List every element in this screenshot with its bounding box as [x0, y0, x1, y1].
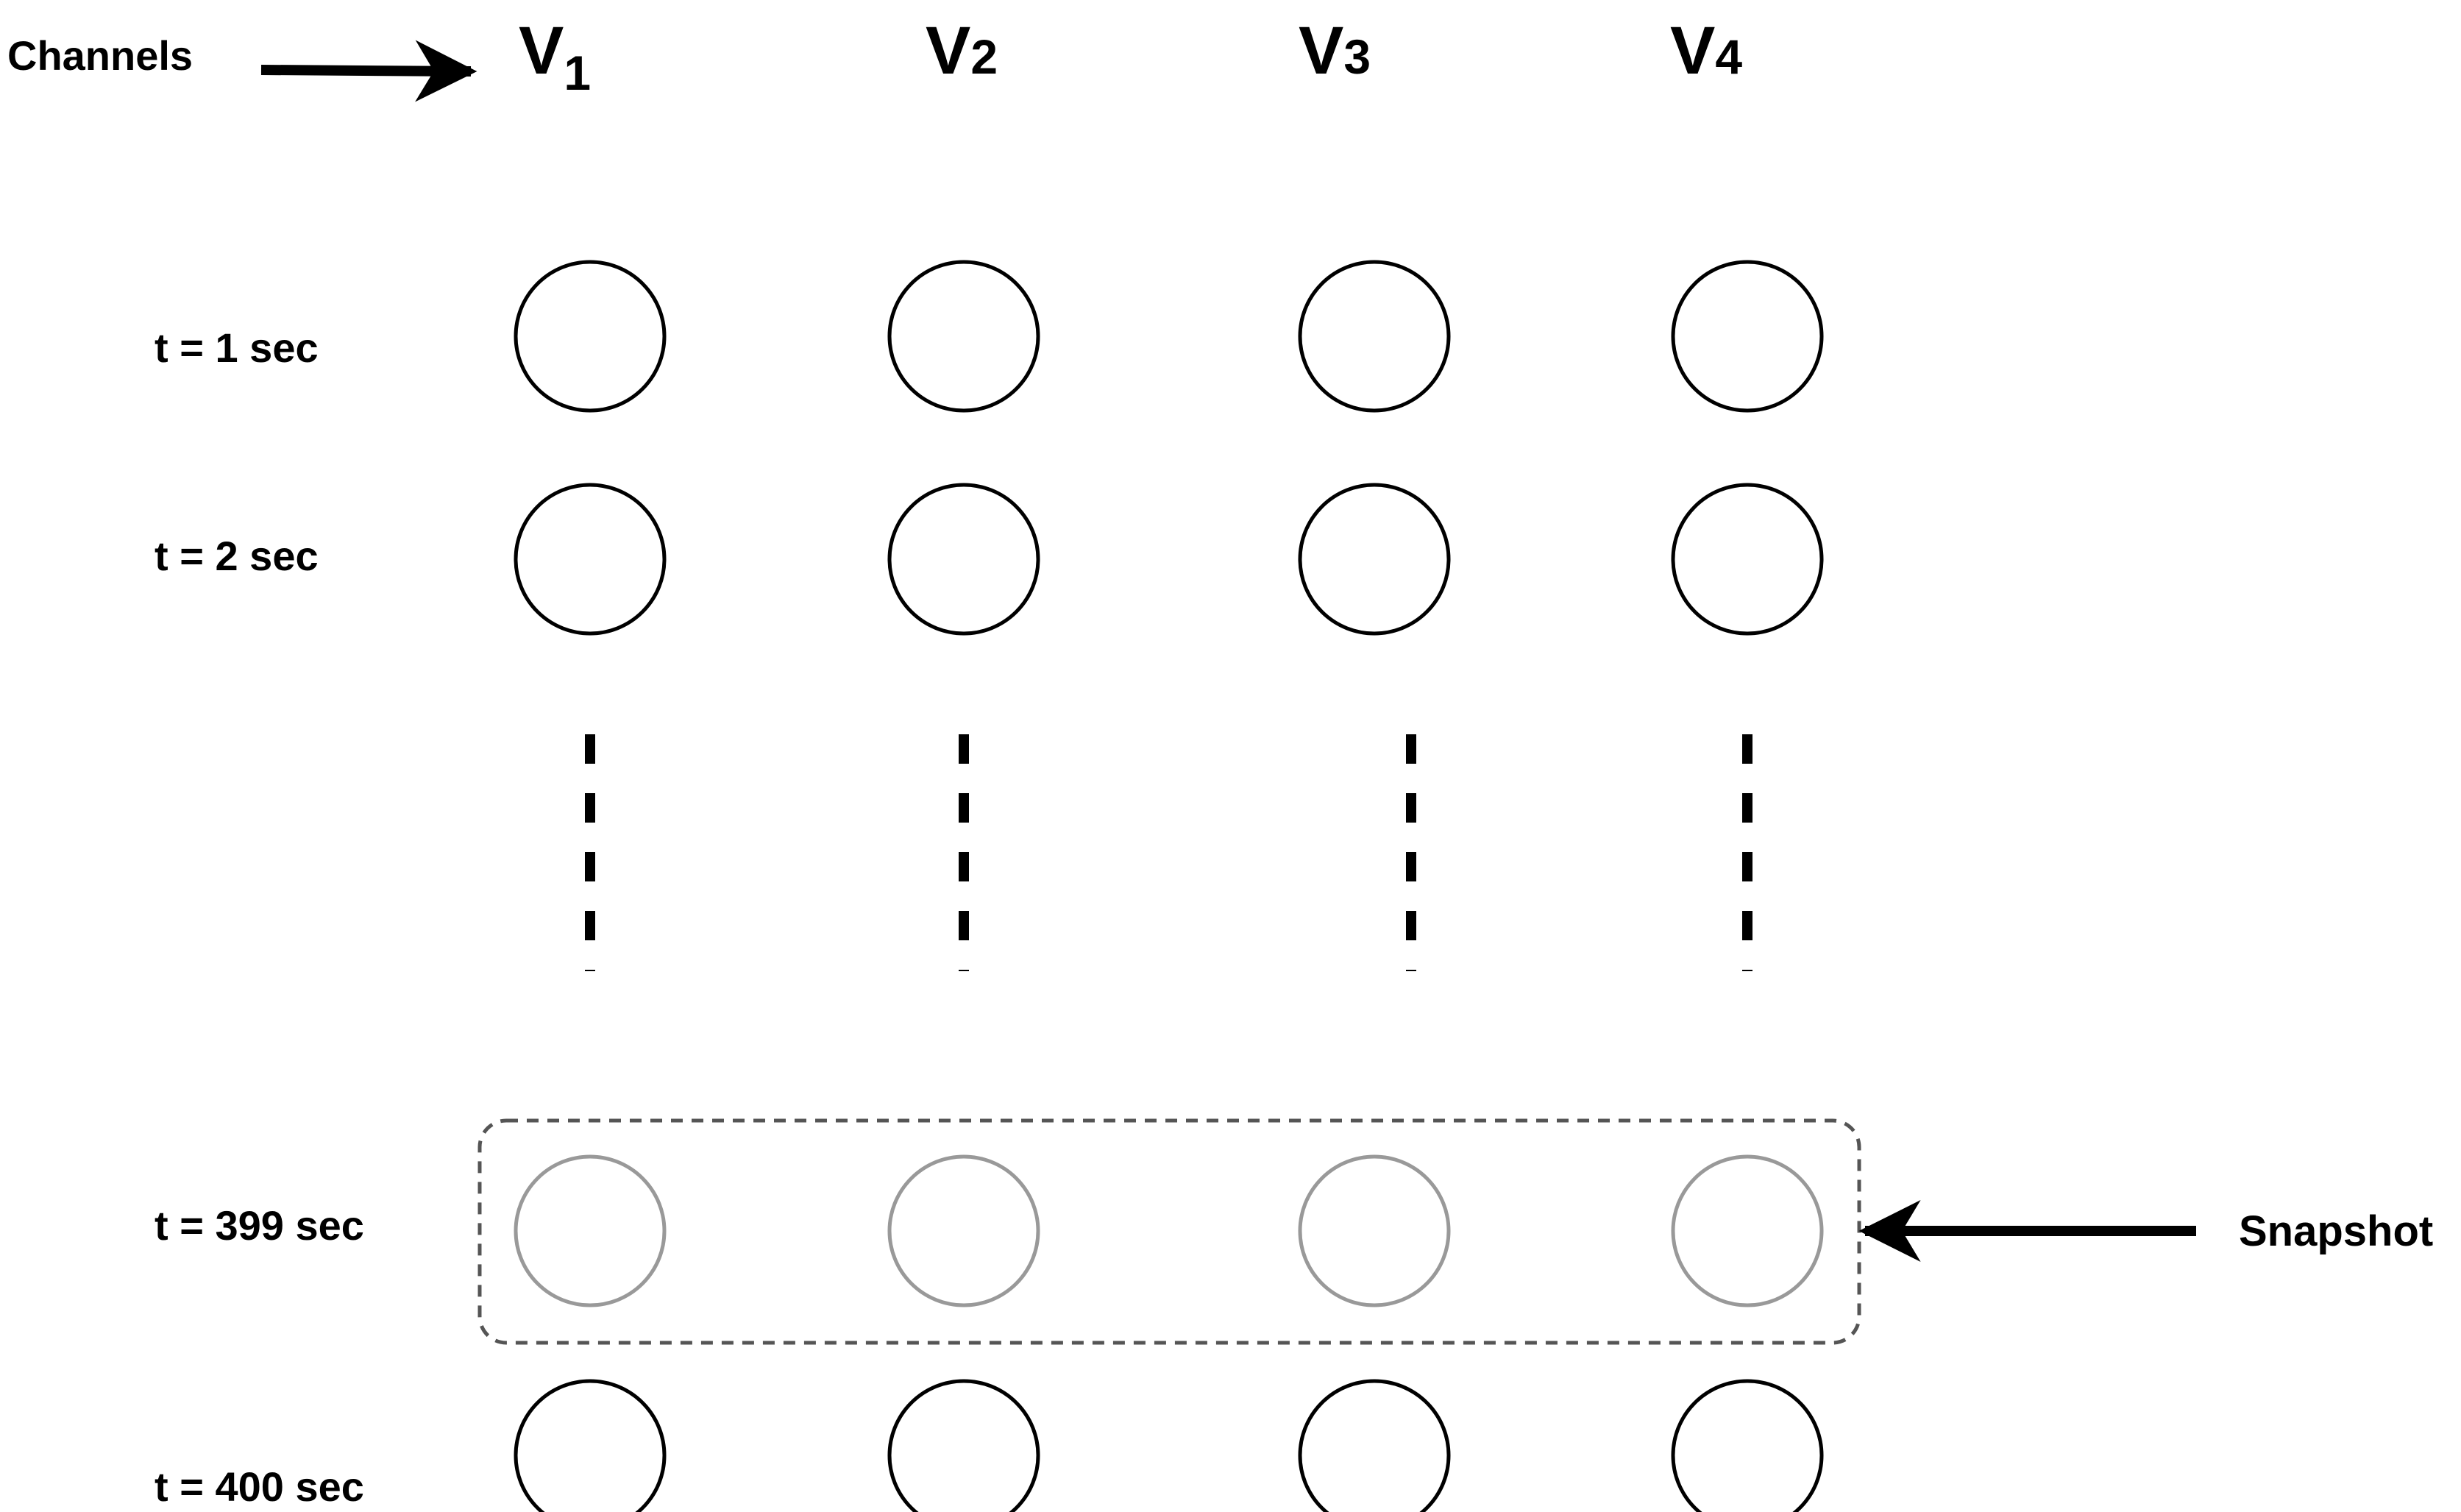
node-t2-v3 [1298, 483, 1451, 636]
node-t399-v1 [514, 1154, 667, 1307]
channel-header-v3: V3 [1299, 13, 1371, 88]
node-t1-v1 [514, 260, 667, 413]
node-t2-v1 [514, 483, 667, 636]
node-t400-v1 [514, 1379, 667, 1512]
channels-arrow [260, 40, 477, 102]
node-t1-v2 [887, 260, 1040, 413]
snapshot-box [477, 1118, 1861, 1345]
node-t2-v2 [887, 483, 1040, 636]
node-t2-v4 [1671, 483, 1824, 636]
channel-header-v1: V1 [519, 13, 591, 100]
node-t399-v3 [1298, 1154, 1451, 1307]
node-t399-v2 [887, 1154, 1040, 1307]
channel-header-v4: V4 [1670, 13, 1742, 88]
row-label-t399: t = 399 sec [155, 1202, 364, 1249]
node-t1-v4 [1671, 260, 1824, 413]
node-t400-v2 [887, 1379, 1040, 1512]
node-t1-v3 [1298, 260, 1451, 413]
snapshot-label: Snapshot [2239, 1207, 2433, 1255]
row-label-t2: t = 2 sec [155, 533, 319, 579]
node-t400-v3 [1298, 1379, 1451, 1512]
row-label-t1: t = 1 sec [155, 324, 319, 371]
channel-header-v2: V2 [926, 13, 998, 88]
channels-label: Channels [7, 32, 193, 79]
node-t399-v4 [1671, 1154, 1824, 1307]
node-t400-v4 [1671, 1379, 1824, 1512]
row-label-t400: t = 400 sec [155, 1463, 364, 1510]
